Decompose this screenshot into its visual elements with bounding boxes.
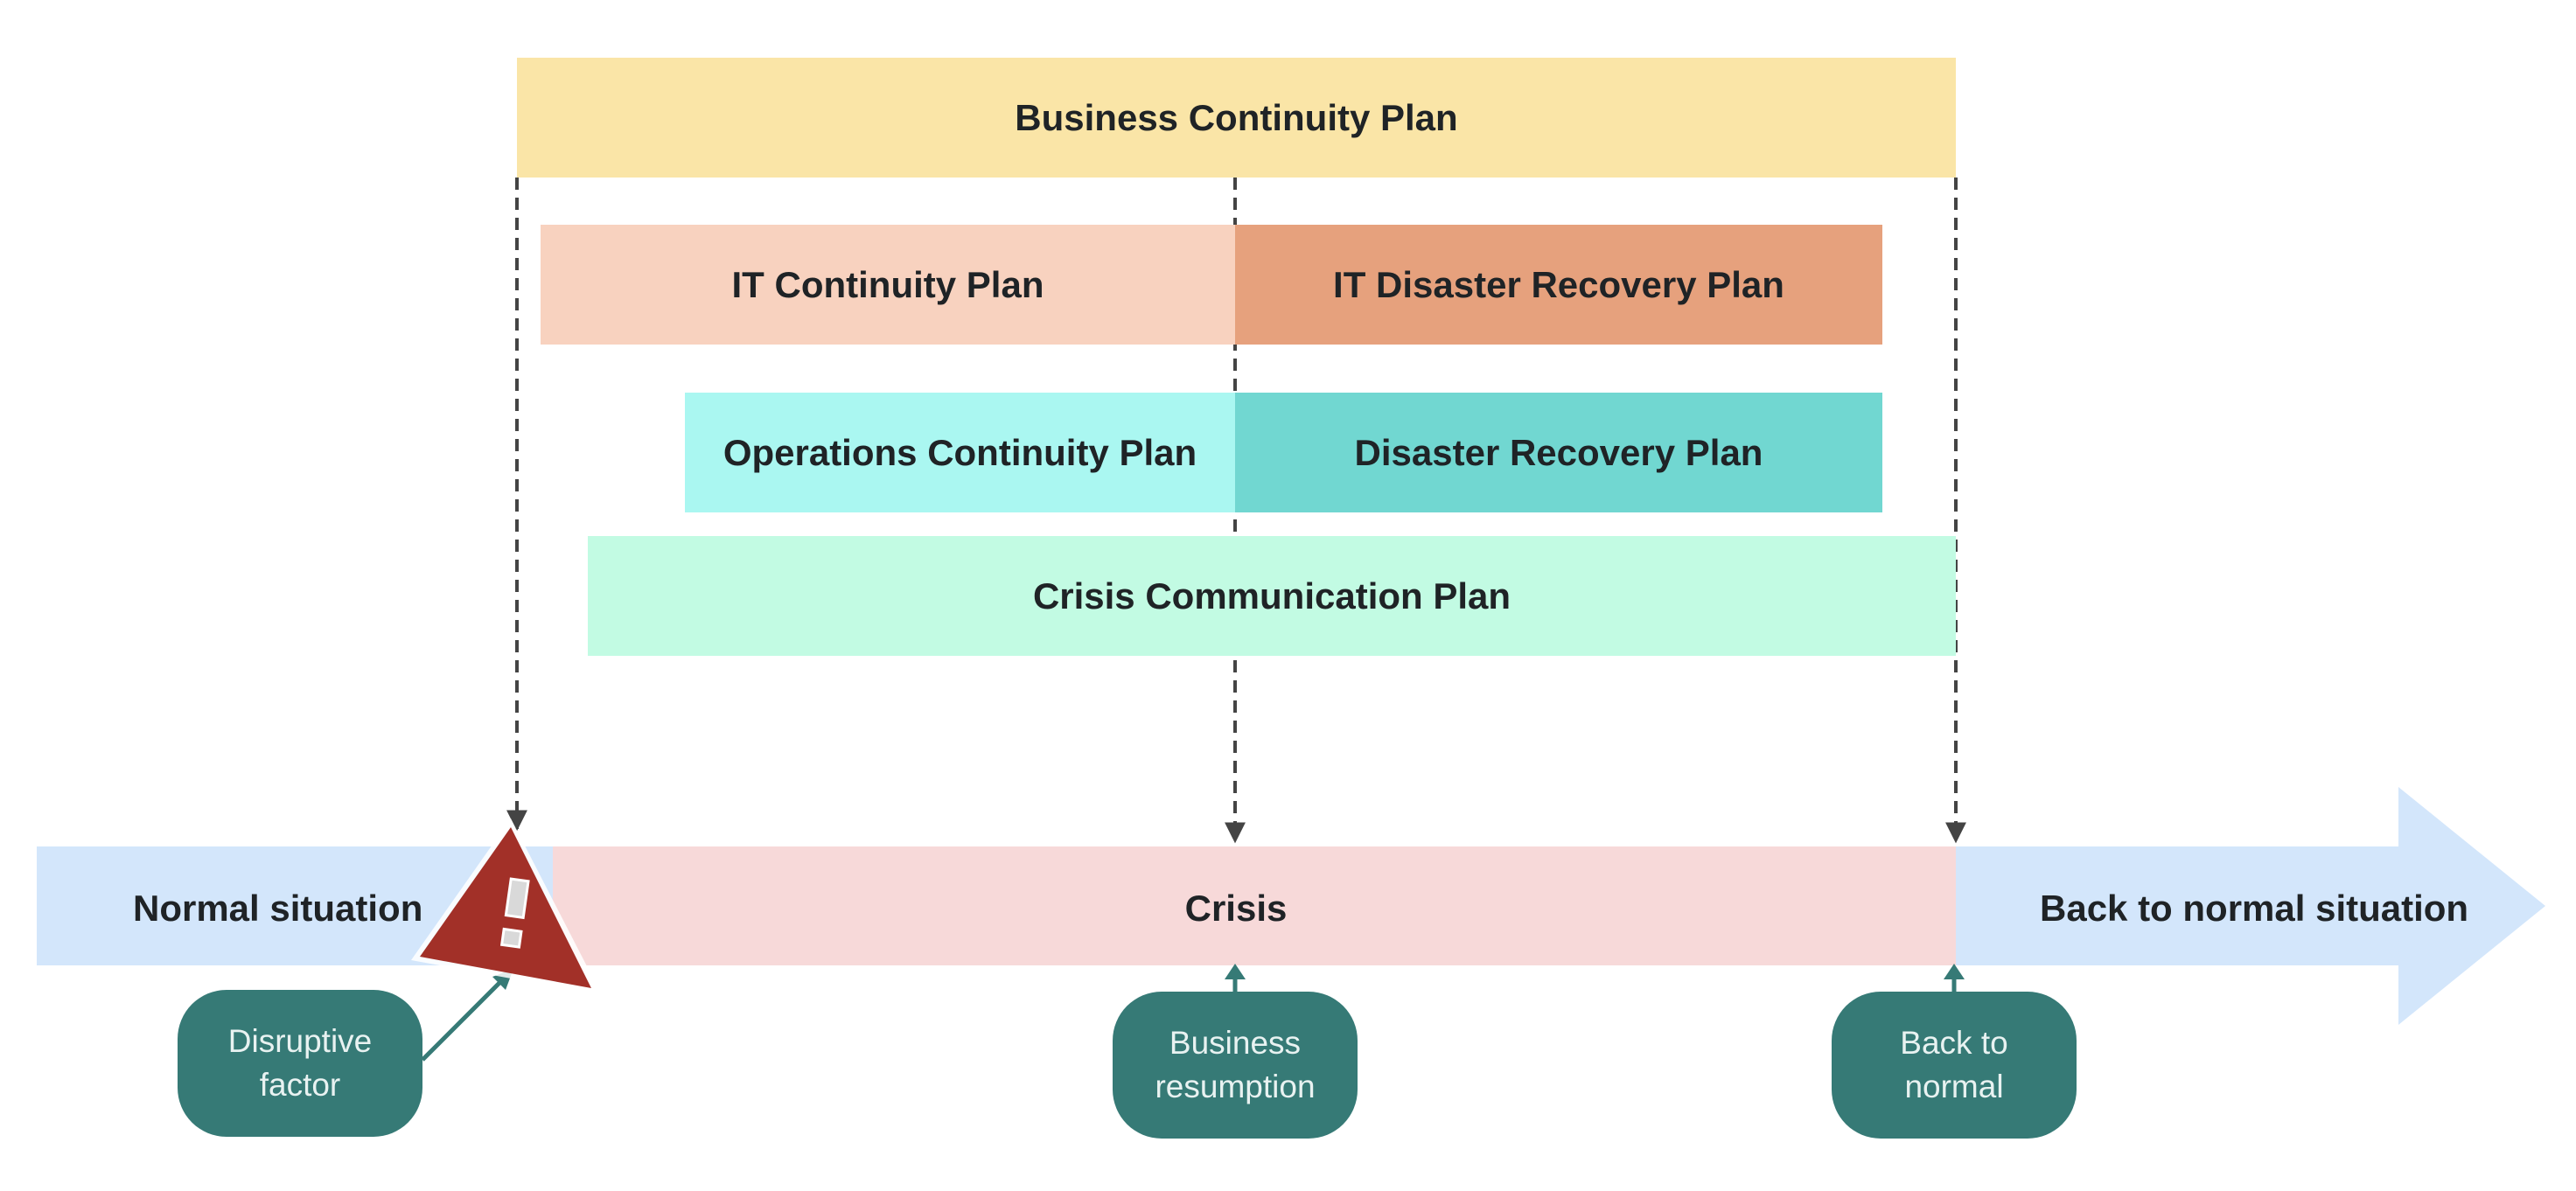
it-disaster-recovery-plan-label: IT Disaster Recovery Plan	[1333, 263, 1784, 305]
timeline-crisis-label: Crisis	[1184, 888, 1288, 929]
timeline-normal-label: Normal situation	[133, 888, 423, 929]
disaster-recovery-plan-label: Disaster Recovery Plan	[1354, 431, 1763, 473]
connector-disruptive	[421, 975, 507, 1062]
operations-continuity-plan-bar: Operations Continuity Plan	[685, 393, 1235, 512]
it-continuity-plan-bar: IT Continuity Plan	[541, 225, 1235, 345]
milestone-disruptive-factor: Disruptive factor	[178, 990, 422, 1137]
warning-triangle-icon	[411, 818, 602, 995]
it-continuity-plan-label: IT Continuity Plan	[731, 263, 1044, 305]
crisis-communication-plan-bar: Crisis Communication Plan	[588, 536, 1956, 656]
business-continuity-plan-label: Business Continuity Plan	[1015, 96, 1458, 138]
connector-resumption-arrowhead	[1225, 964, 1246, 979]
milestone-back-to-normal-label: Back to normal	[1900, 1025, 2008, 1104]
milestone-disruptive-factor-label: Disruptive factor	[227, 1023, 373, 1103]
connector-back-arrowhead	[1944, 964, 1965, 979]
crisis-communication-plan-label: Crisis Communication Plan	[1032, 575, 1511, 616]
operations-continuity-plan-label: Operations Continuity Plan	[723, 431, 1197, 473]
milestone-business-resumption-label: Business resumption	[1155, 1025, 1316, 1104]
business-continuity-plan-bar: Business Continuity Plan	[517, 58, 1956, 178]
timeline-back-arrow	[1956, 787, 2545, 1025]
milestone-business-resumption: Business resumption	[1113, 992, 1358, 1139]
disaster-recovery-plan-bar: Disaster Recovery Plan	[1235, 393, 1882, 512]
it-disaster-recovery-plan-bar: IT Disaster Recovery Plan	[1235, 225, 1882, 345]
timeline-back-label: Back to normal situation	[2040, 888, 2469, 929]
timeline-crisis-segment	[553, 846, 1956, 965]
milestone-back-to-normal: Back to normal	[1832, 992, 2077, 1139]
